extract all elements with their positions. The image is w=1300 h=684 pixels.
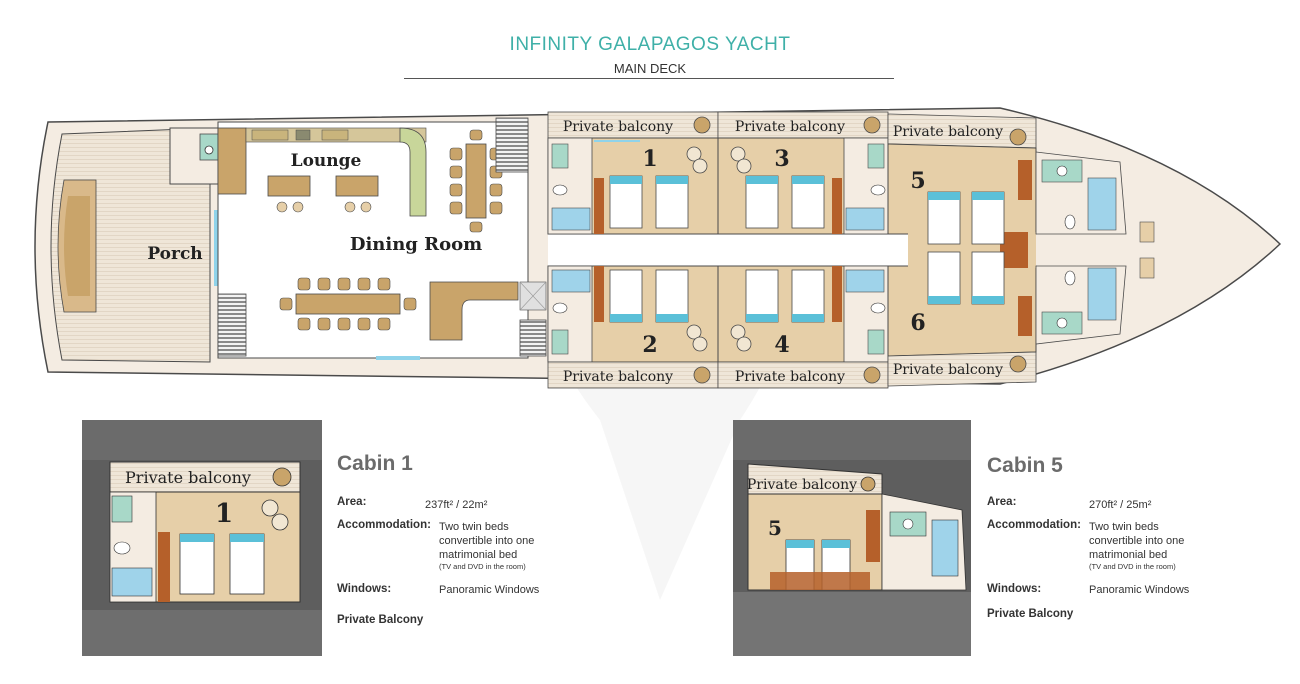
detail-cabin-number-1: 1	[215, 499, 233, 529]
corridor	[548, 234, 908, 266]
cabin-5-extra: Private Balcony	[987, 608, 1074, 620]
room-label-dining: Dining Room	[350, 234, 482, 255]
balcony-label-2: Private balcony	[563, 369, 673, 385]
cabin-1-extra: Private Balcony	[337, 614, 424, 626]
porch-area: Porch	[147, 127, 219, 286]
cabin-2-plan: 2 Private balcony	[547, 265, 719, 389]
balcony-label-5: Private balcony	[893, 124, 1003, 140]
cabin-5-detail-plan: Private balcony 5	[733, 420, 971, 656]
page-title: INFINITY GALAPAGOS YACHT	[509, 34, 791, 55]
cabin-5-accommodation-note: (TV and DVD in the room)	[1089, 562, 1176, 571]
lounge-dining-area: Lounge Dining Room	[217, 117, 547, 360]
room-label-porch: Porch	[147, 244, 202, 264]
cabin-number-1: 1	[642, 146, 657, 172]
cabin-1-accommodation: Two twin beds convertible into one matri…	[439, 520, 559, 571]
cabin-5-6-plan: Private balcony Private balcony 5 6	[887, 113, 1155, 387]
cabin-1-windows-label: Windows:	[337, 583, 392, 595]
detail-balcony-label-1: Private balcony	[125, 468, 251, 487]
cabin-5-area-value: 270ft² / 25m²	[1089, 499, 1152, 511]
detail-cabin-number-5: 5	[768, 516, 782, 540]
cabin-4-plan: 4 Private balcony	[717, 265, 889, 389]
page-subtitle: MAIN DECK	[613, 61, 687, 76]
cabin-1-specs: Cabin 1 Area: 237ft² / 22m² Accommodatio…	[337, 452, 597, 652]
cabin-1-area-label: Area:	[337, 496, 367, 508]
cabin-5-accommodation-label: Accommodation:	[987, 519, 1081, 531]
cabin-1-accommodation-label: Accommodation:	[337, 519, 431, 531]
cabin-1-plan: Private balcony 1	[547, 111, 719, 235]
cabin-1-title: Cabin 1	[337, 452, 413, 475]
cabin-5-area-label: Area:	[987, 496, 1017, 508]
cabin-number-3: 3	[774, 146, 789, 172]
cabin-number-4: 4	[774, 332, 789, 358]
cabin-5-title: Cabin 5	[987, 454, 1063, 477]
cabin-5-accommodation: Two twin beds convertible into one matri…	[1089, 520, 1209, 571]
balcony-label-6: Private balcony	[893, 362, 1003, 378]
cabin-1-windows-value: Panoramic Windows	[439, 584, 540, 596]
cabin-1-accommodation-value: Two twin beds convertible into one matri…	[439, 521, 535, 561]
cabin-number-5: 5	[910, 168, 925, 194]
cabin-5-specs: Cabin 5 Area: 270ft² / 25m² Accommodatio…	[987, 452, 1247, 652]
balcony-label-3: Private balcony	[735, 119, 845, 135]
cabin-5-windows-value: Panoramic Windows	[1089, 584, 1190, 596]
cabin-5-windows-label: Windows:	[987, 583, 1042, 595]
cabin-1-area-value: 237ft² / 22m²	[425, 499, 488, 511]
cabin-1-detail-plan: Private balcony 1	[82, 420, 322, 656]
cabin-1-accommodation-note: (TV and DVD in the room)	[439, 562, 526, 571]
detail-balcony-label-5: Private balcony	[747, 477, 857, 493]
balcony-label-1: Private balcony	[563, 119, 673, 135]
room-label-lounge: Lounge	[291, 151, 362, 171]
cabin-5-accommodation-value: Two twin beds convertible into one matri…	[1089, 521, 1185, 561]
title-divider	[404, 78, 894, 79]
cabin-number-6: 6	[910, 310, 925, 336]
cabin-3-plan: Private balcony 3	[717, 111, 889, 235]
cabin-number-2: 2	[642, 332, 657, 358]
balcony-label-4: Private balcony	[735, 369, 845, 385]
